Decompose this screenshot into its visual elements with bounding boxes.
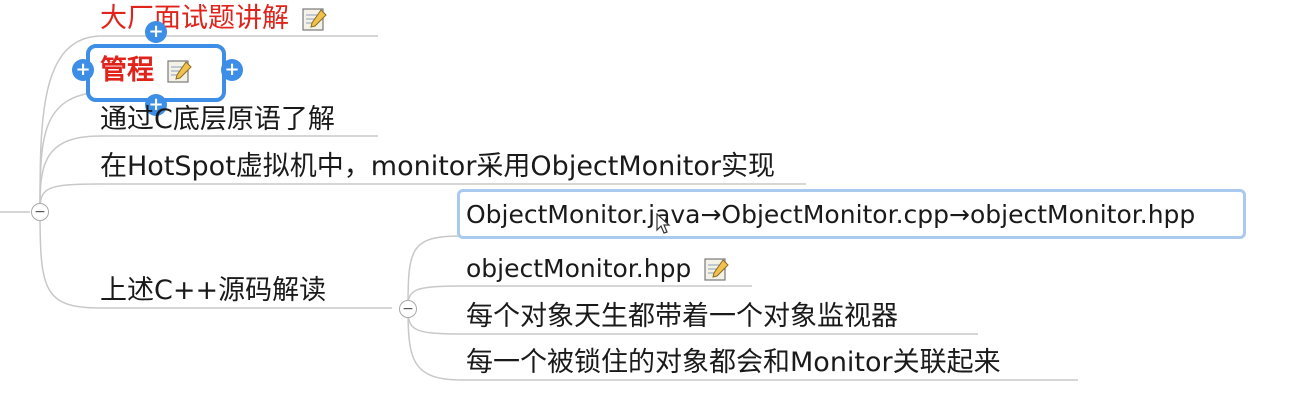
collapse-toggle-cpp-source[interactable]: − [399, 300, 417, 318]
add-topic-handle-bottom[interactable]: + [145, 94, 167, 116]
subtopic-source-chain[interactable]: ObjectMonitor.java→ObjectMonitor.cpp→obj… [466, 198, 1195, 232]
note-edit-icon[interactable] [301, 6, 327, 32]
topic-interview-questions[interactable]: 大厂面试题讲解 [100, 2, 327, 36]
topic-label: 每个对象天生都带着一个对象监视器 [466, 301, 898, 332]
topic-label: 每一个被锁住的对象都会和Monitor关联起来 [466, 347, 1001, 378]
topic-label: objectMonitor.hpp [466, 254, 692, 283]
subtopic-locked-object-monitor[interactable]: 每一个被锁住的对象都会和Monitor关联起来 [466, 346, 1001, 380]
subtopic-objectmonitor-hpp[interactable]: objectMonitor.hpp [466, 252, 730, 286]
note-edit-icon[interactable] [166, 58, 192, 84]
topic-cpp-source[interactable]: 上述C++源码解读 [100, 274, 326, 308]
topic-label[interactable]: ObjectMonitor.java→ObjectMonitor.cpp→obj… [466, 200, 1196, 229]
topic-monitor[interactable]: 管程 [100, 54, 192, 88]
add-topic-handle-top[interactable]: + [145, 21, 167, 43]
topic-hotspot-objectmonitor[interactable]: 在HotSpot虚拟机中，monitor采用ObjectMonitor实现 [100, 150, 775, 184]
topic-c-primitives[interactable]: 通过C底层原语了解 [100, 103, 335, 137]
subtopic-object-monitor-born[interactable]: 每个对象天生都带着一个对象监视器 [466, 300, 898, 334]
note-edit-icon[interactable] [703, 256, 730, 282]
topic-label: 通过C底层原语了解 [100, 104, 335, 135]
topic-label: 上述C++源码解读 [100, 275, 327, 306]
topic-label: 管程 [100, 55, 154, 86]
add-topic-handle-left[interactable]: + [72, 59, 94, 81]
mouse-cursor-icon [656, 213, 671, 234]
topic-label: 大厂面试题讲解 [100, 3, 289, 34]
collapse-toggle-root[interactable]: − [31, 203, 49, 221]
add-topic-handle-right[interactable]: + [221, 59, 243, 81]
topic-edit-box[interactable] [457, 189, 1246, 239]
topic-label: 在HotSpot虚拟机中，monitor采用ObjectMonitor实现 [100, 151, 775, 182]
